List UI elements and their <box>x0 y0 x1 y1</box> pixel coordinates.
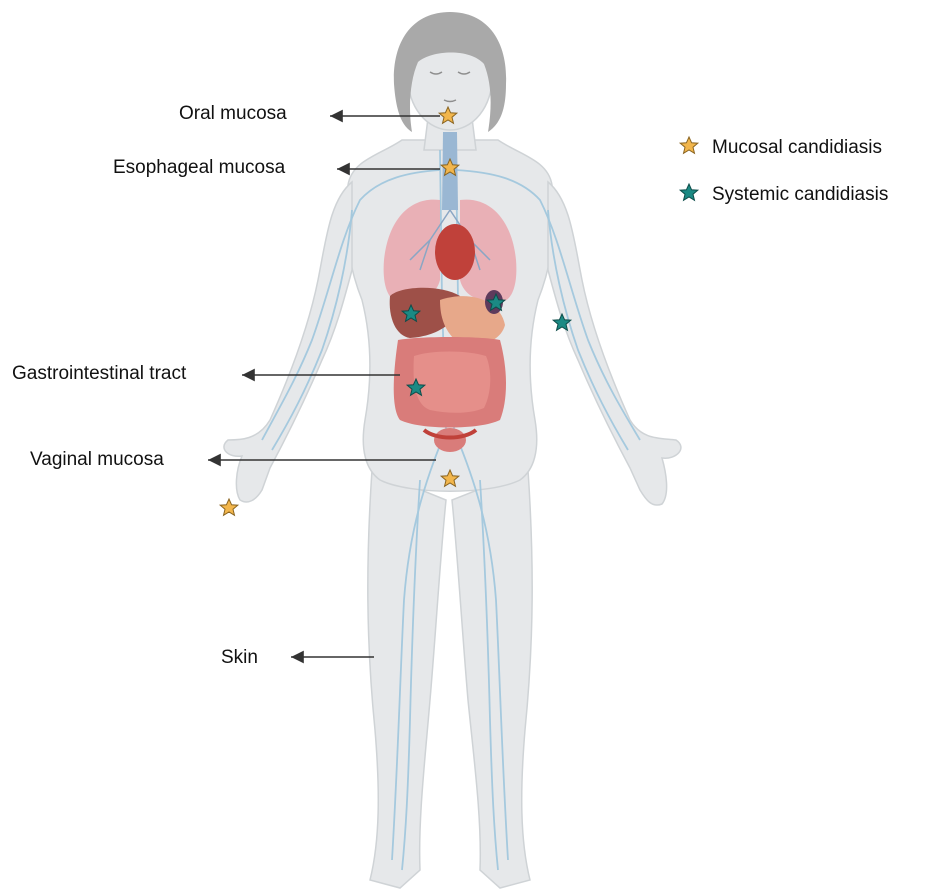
label-vaginal-mucosa: Vaginal mucosa <box>30 450 164 469</box>
small-intestine <box>414 352 491 413</box>
label-esophageal-mucosa: Esophageal mucosa <box>113 158 285 177</box>
star-icon <box>220 499 238 515</box>
star-icon <box>680 137 698 153</box>
label-gastrointestinal-tract: Gastrointestinal tract <box>12 364 186 383</box>
right-arm <box>548 182 681 505</box>
right-leg <box>452 470 532 888</box>
legend-systemic-candidiasis: Systemic candidiasis <box>712 185 888 204</box>
heart <box>435 224 475 280</box>
label-skin: Skin <box>221 648 258 667</box>
left-arm <box>224 182 352 502</box>
left-leg <box>368 470 446 888</box>
star-icon <box>680 184 698 200</box>
label-oral-mucosa: Oral mucosa <box>179 104 287 123</box>
legend-markers <box>680 137 698 200</box>
bladder <box>434 428 466 452</box>
legend-mucosal-candidiasis: Mucosal candidiasis <box>712 138 882 157</box>
